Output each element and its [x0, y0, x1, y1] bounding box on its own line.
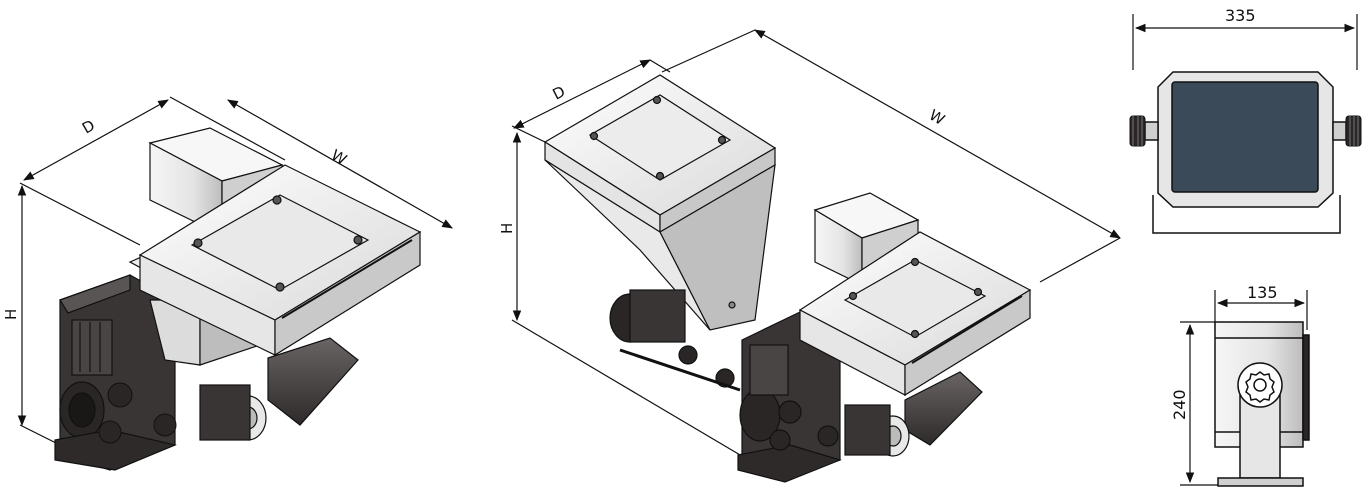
side-dim-depth-label: 135 [1247, 283, 1278, 302]
center-dim-d-label: D [550, 82, 568, 103]
front-dimension-lines [1132, 14, 1358, 70]
left-gear-housing [54, 274, 177, 471]
side-body [1214, 321, 1310, 487]
center-motor [609, 289, 741, 392]
side-dimension-lines [1180, 290, 1308, 486]
front-knob-right [1345, 115, 1362, 147]
side-dim-height-label: 240 [1170, 389, 1189, 420]
center-tall-hopper [543, 74, 777, 331]
left-motor [199, 337, 359, 441]
front-panel [1144, 71, 1347, 234]
center-isometric-view: D W H [498, 29, 1121, 483]
center-dim-h-label: H [498, 223, 516, 234]
left-dim-d-label: D [79, 116, 98, 137]
center-dimension-lines [511, 29, 1121, 463]
front-screen [1171, 81, 1319, 193]
center-right-motor [844, 371, 983, 457]
center-gear-housing [737, 311, 842, 483]
left-dim-w-label: W [328, 146, 350, 169]
front-knob-left [1129, 115, 1146, 147]
left-knobs [98, 382, 177, 444]
left-dimension-lines [17, 96, 453, 446]
left-isometric-view: D W H [2, 96, 453, 471]
side-view: 135 240 [1170, 283, 1310, 487]
left-main-lid [138, 164, 422, 357]
center-dim-w-label: W [926, 106, 948, 129]
front-dim-width-label: 335 [1225, 6, 1256, 25]
center-right-lid [798, 231, 1032, 397]
front-view: 335 [1129, 6, 1362, 234]
left-dim-h-label: H [2, 309, 20, 320]
